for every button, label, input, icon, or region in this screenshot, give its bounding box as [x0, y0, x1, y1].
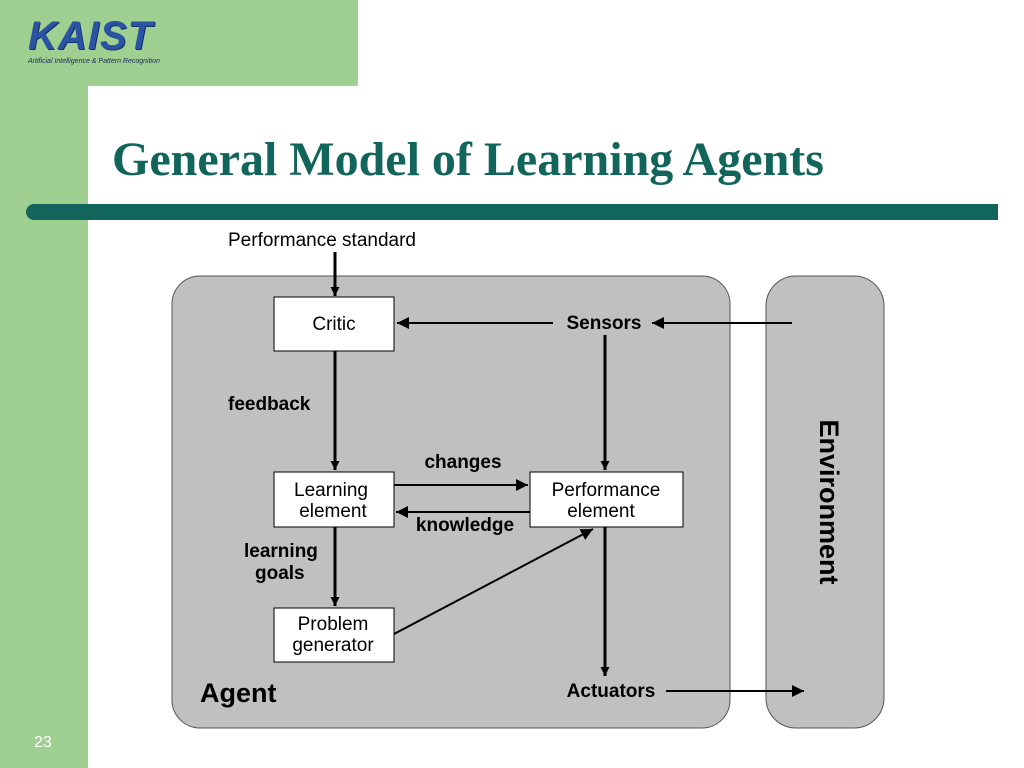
title-divider: [26, 204, 998, 220]
learning-goals-label-2: goals: [255, 563, 305, 584]
feedback-label: feedback: [228, 394, 311, 415]
problem-generator-label-1: Problem: [298, 614, 369, 635]
sensors-label: Sensors: [567, 313, 642, 334]
critic-label: Critic: [312, 314, 355, 335]
environment-label: Environment: [814, 419, 844, 584]
performance-element-box: [529, 471, 684, 528]
critic-box: [273, 296, 395, 352]
environment-panel: [765, 275, 885, 729]
kaist-logo: KAIST Artificial Intelligence & Pattern …: [28, 16, 160, 65]
problem-generator-box: [273, 607, 395, 663]
slide-title: General Model of Learning Agents: [112, 133, 824, 186]
actuators-label: Actuators: [567, 681, 656, 702]
logo-subtitle: Artificial Intelligence & Pattern Recogn…: [28, 58, 160, 65]
learning-element-label-2: element: [299, 501, 367, 522]
performance-element-label-1: Performance: [552, 480, 661, 501]
agent-label: Agent: [200, 678, 277, 708]
sidebar-band: [0, 0, 88, 768]
knowledge-label: knowledge: [416, 515, 514, 536]
arrow-problem-to-performance: [393, 528, 594, 635]
problem-generator-label-2: generator: [292, 635, 374, 656]
changes-label: changes: [424, 452, 501, 473]
learning-element-label-1: Learning: [294, 480, 368, 501]
header-band: [0, 0, 358, 86]
logo-text: KAIST: [28, 14, 153, 58]
page-number: 23: [34, 734, 52, 751]
learning-goals-label-1: learning: [244, 541, 318, 562]
learning-element-box: [273, 471, 395, 528]
performance-element-label-2: element: [567, 501, 635, 522]
performance-standard-label: Performance standard: [228, 230, 416, 251]
